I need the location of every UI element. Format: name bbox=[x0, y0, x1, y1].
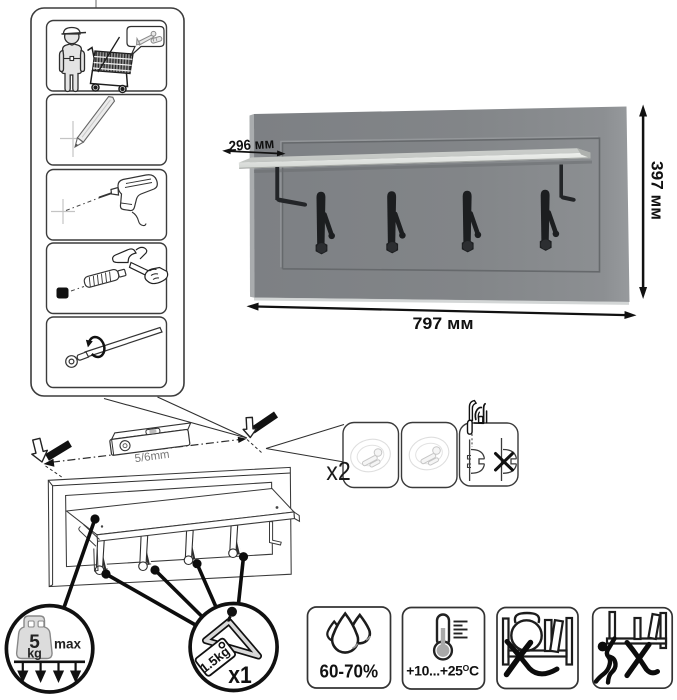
svg-text:+10...+25OC: +10...+25OC bbox=[406, 663, 479, 679]
svg-text:kg: kg bbox=[27, 647, 42, 661]
svg-text:797 мм: 797 мм bbox=[413, 314, 474, 333]
svg-text:x2: x2 bbox=[326, 456, 351, 486]
svg-text:296 мм: 296 мм bbox=[228, 136, 275, 155]
svg-text:397 мм: 397 мм bbox=[648, 161, 667, 220]
svg-text:x1: x1 bbox=[228, 662, 252, 689]
svg-text:5/6mm: 5/6mm bbox=[134, 449, 170, 465]
svg-text:max: max bbox=[54, 637, 82, 652]
svg-text:60-70%: 60-70% bbox=[320, 661, 379, 682]
svg-text:5: 5 bbox=[29, 632, 40, 653]
